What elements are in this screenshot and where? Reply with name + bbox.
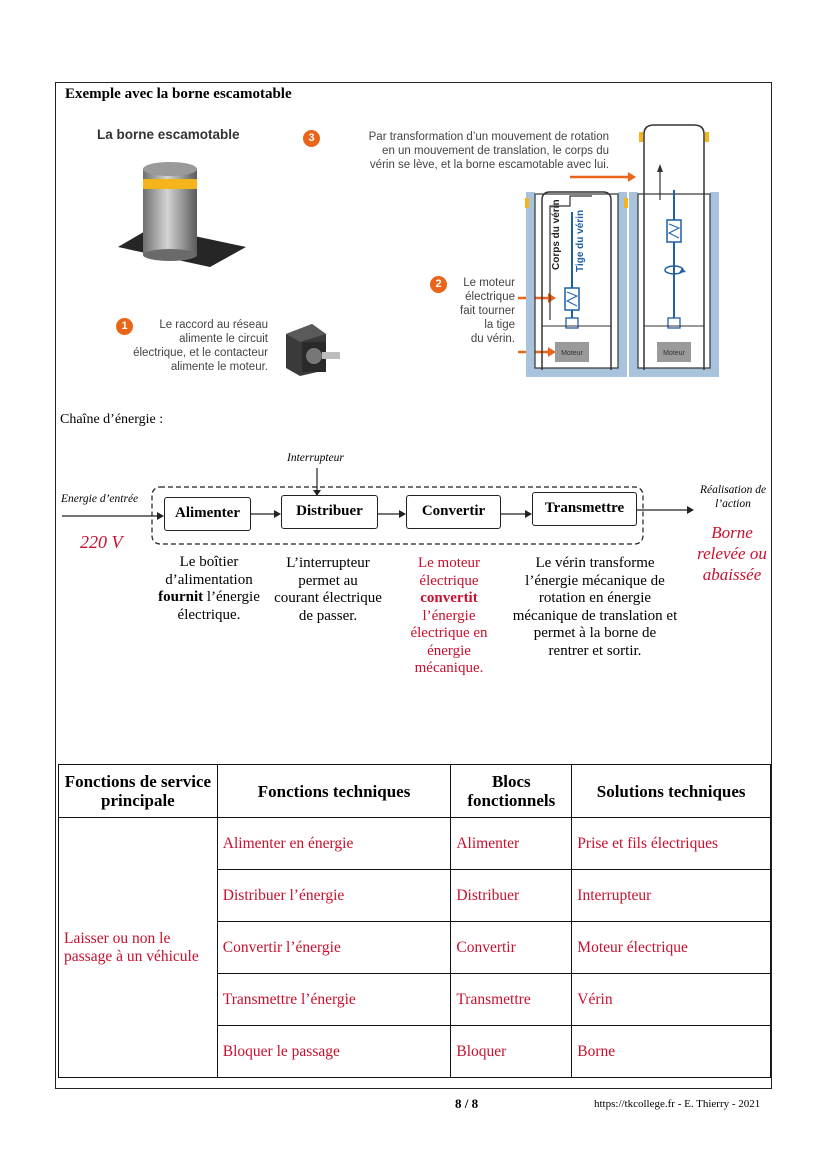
interrupteur-label: Interrupteur — [287, 452, 344, 464]
page-frame — [55, 82, 772, 1089]
block-cell: Convertir — [450, 921, 573, 974]
step-3-number: 3 — [303, 130, 320, 147]
block-transmettre: Transmettre — [532, 492, 637, 526]
cross-section-diagram: Corps du vérin Tige du vérin Moteur Mote… — [518, 124, 719, 377]
header-solutions: Solutions techniques — [571, 764, 771, 818]
chain-label: Chaîne d’énergie : — [60, 412, 164, 427]
solution-cell: Vérin — [571, 973, 771, 1026]
desc-transmettre: Le vérin transforme l’énergie mécanique … — [512, 555, 678, 659]
service-function-cell: Laisser ou non le passage à un véhicule — [58, 817, 218, 1078]
table-header-row: Fonctions de service principale Fonction… — [58, 764, 771, 818]
step-3-text: 3 Par transformation d’un mouvement de r… — [303, 130, 609, 172]
block-alimenter: Alimenter — [164, 497, 251, 531]
header-service: Fonctions de service principale — [58, 764, 218, 818]
table-row: Laisser ou non le passage à un véhicule … — [58, 817, 771, 1078]
tech-function-cell: Transmettre l’énergie — [216, 973, 452, 1026]
block-distribuer: Distribuer — [281, 495, 378, 529]
illustration-title: La borne escamotable — [97, 127, 240, 142]
energy-chain-connectors — [62, 468, 694, 545]
corps-verin-label: Corps du vérin — [551, 199, 562, 270]
step-2-text: 2 Le moteur électrique fait tourner la t… — [430, 276, 515, 346]
block-convertir: Convertir — [406, 495, 501, 529]
desc-alimenter: Le boîtier d’alimentation fournit l’éner… — [158, 554, 260, 623]
desc-convertir: Le moteur électrique convertit l’énergie… — [410, 555, 488, 676]
input-energy-value: 220 V — [80, 532, 123, 552]
step-1-text: 1 Le raccord au réseau alimente le circu… — [116, 318, 268, 374]
solution-cell: Moteur électrique — [571, 921, 771, 974]
solution-cell: Prise et fils électriques — [571, 817, 771, 870]
moteur-label-right: Moteur — [663, 350, 685, 357]
input-energy-label: Energie d’entrée — [61, 493, 139, 505]
table-row: Convertir l’énergie Convertir Moteur éle… — [59, 921, 771, 974]
section-title: Exemple avec la borne escamotable — [65, 86, 292, 102]
table-row: Transmettre l’énergie Transmettre Vérin — [59, 973, 771, 1026]
table-row: Distribuer l’énergie Distribuer Interrup… — [59, 869, 771, 922]
footer-source: https://tkcollege.fr - E. Thierry - 2021 — [594, 1098, 761, 1110]
tech-function-cell: Bloquer le passage — [216, 1025, 452, 1078]
bollard-illustration — [118, 162, 246, 267]
page-number: 8 / 8 — [455, 1096, 479, 1111]
block-cell: Bloquer — [450, 1025, 573, 1078]
step-2-number: 2 — [430, 276, 447, 293]
tech-function-cell: Convertir l’énergie — [216, 921, 452, 974]
motor-illustration — [286, 324, 340, 376]
tech-function-cell: Alimenter en énergie — [216, 817, 452, 870]
step-1-number: 1 — [116, 318, 133, 335]
header-blocs: Blocs fonctionnels — [450, 764, 573, 818]
output-action-value: Borne relevée ou abaissée — [697, 523, 767, 584]
output-action-label: Réalisation de l’action — [699, 484, 767, 510]
block-cell: Distribuer — [450, 869, 573, 922]
solution-cell: Borne — [571, 1025, 771, 1078]
tech-function-cell: Distribuer l’énergie — [216, 869, 452, 922]
moteur-label-left: Moteur — [561, 350, 583, 357]
tige-verin-label: Tige du vérin — [575, 210, 586, 272]
header-techniques: Fonctions techniques — [216, 764, 452, 818]
solution-cell: Interrupteur — [571, 869, 771, 922]
desc-distribuer: L’interrupteur permet au courant électri… — [274, 555, 382, 624]
functions-table: Fonctions de service principale Fonction… — [58, 764, 771, 1078]
block-cell: Alimenter — [450, 817, 573, 870]
table-row: Bloquer le passage Bloquer Borne — [59, 1025, 771, 1078]
block-cell: Transmettre — [450, 973, 573, 1026]
